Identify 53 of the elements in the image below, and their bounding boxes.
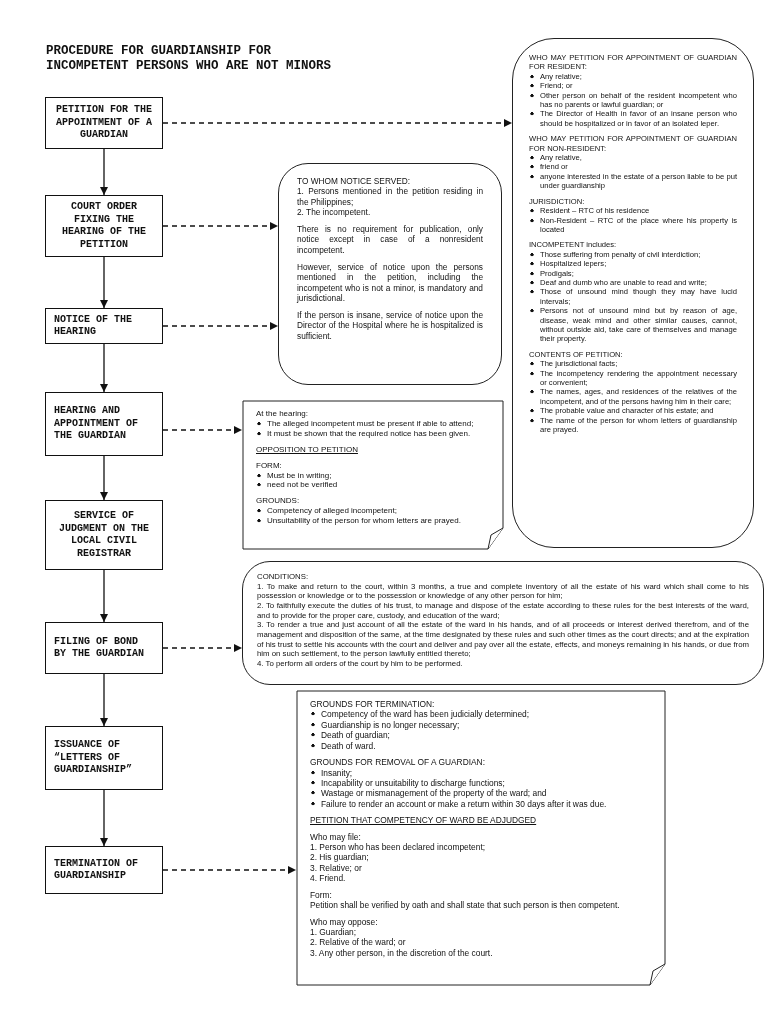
step-label: TERMINATION OF GUARDIANSHIP: [54, 857, 139, 883]
arrow: [100, 569, 108, 623]
process-box: [45, 392, 163, 456]
step-label: COURT ORDER FIXING THE HEARING OF THE PETITION: [61, 201, 147, 251]
process-box: [45, 308, 163, 344]
text-line: Petition shall be verified by oath and shall state that such person is then competent.: [310, 900, 621, 911]
note-box: [512, 38, 754, 548]
text-line: 3. Any other person, in the discretion of the court.: [310, 947, 494, 959]
arrow: [100, 148, 108, 196]
text-line: 1. Persons mentioned in the petition residing in the Philippines;: [297, 186, 483, 207]
section-heading: Who may oppose:: [310, 916, 379, 927]
process-box: [45, 97, 163, 149]
arrow: [100, 673, 108, 727]
step-label: FILING OF BOND BY THE GUARDIAN: [54, 635, 145, 661]
section-heading: FORM:: [256, 460, 283, 471]
paragraph: There is no requirement for publication, only notice except in case of a nonresident incompetent.: [297, 224, 483, 255]
step-label: HEARING AND APPOINTMENT OF THE GUARDIAN: [54, 405, 139, 443]
step-label: NOTICE OF THE HEARING: [54, 313, 133, 339]
section-heading: PETITION THAT COMPETENCY OF WARD BE ADJUDGED: [310, 815, 538, 826]
text-line: 2. The incompetent.: [297, 206, 372, 218]
step-label: PETITION FOR THE APPOINTMENT OF A GUARDIAN: [55, 104, 153, 142]
arrow: [100, 256, 108, 309]
text-line: 2. Relative of the ward; or: [310, 937, 407, 948]
section-heading: At the hearing:: [256, 409, 310, 419]
text-line: 1. Person who has been declared incompetent;: [310, 842, 487, 853]
text-line: 4. Friend.: [310, 873, 347, 884]
note-box: [242, 400, 504, 550]
process-box: [45, 726, 163, 790]
note-box: [278, 163, 502, 385]
arrow: [100, 789, 108, 847]
text-line: 2. His guardian;: [310, 852, 370, 863]
note-box: [242, 561, 764, 685]
section-heading: GROUNDS FOR TERMINATION:: [310, 699, 436, 710]
section-heading: GROUNDS FOR REMOVAL OF A GUARDIAN:: [310, 757, 486, 768]
section-heading: GROUNDS:: [256, 496, 301, 507]
process-box: [45, 622, 163, 674]
paragraph: However, service of notice upon the persons mentioned in the petition, including the incompetent who is not a minor, is mandatory and jurisdictional.: [297, 261, 483, 304]
text-line: 1. Guardian;: [310, 927, 358, 938]
section-heading: Who may file:: [310, 831, 362, 843]
note-box: [296, 690, 666, 986]
arrow: [100, 455, 108, 501]
arrow: [100, 343, 108, 393]
diagram-title: PROCEDURE FOR GUARDIANSHIP FOR INCOMPETENT PERSONS WHO ARE NOT MINORS: [46, 44, 333, 74]
step-label: ISSUANCE OF “LETTERS OF GUARDIANSHIP”: [54, 739, 133, 777]
section-heading: TO WHOM NOTICE SERVED:: [297, 176, 412, 187]
process-box: [45, 195, 163, 257]
process-box: [45, 500, 163, 570]
text-line: 3. Relative; or: [310, 862, 363, 874]
paragraph: If the person is insane, service of notice upon the Director of the Hospital where he is hospitalized is sufficient.: [297, 310, 483, 341]
section-heading: Form:: [310, 889, 333, 901]
step-label: SERVICE OF JUDGMENT ON THE LOCAL CIVIL REGISTRAR: [58, 510, 150, 560]
section-heading: OPPOSITION TO PETITION: [256, 444, 359, 455]
process-box: [45, 846, 163, 894]
